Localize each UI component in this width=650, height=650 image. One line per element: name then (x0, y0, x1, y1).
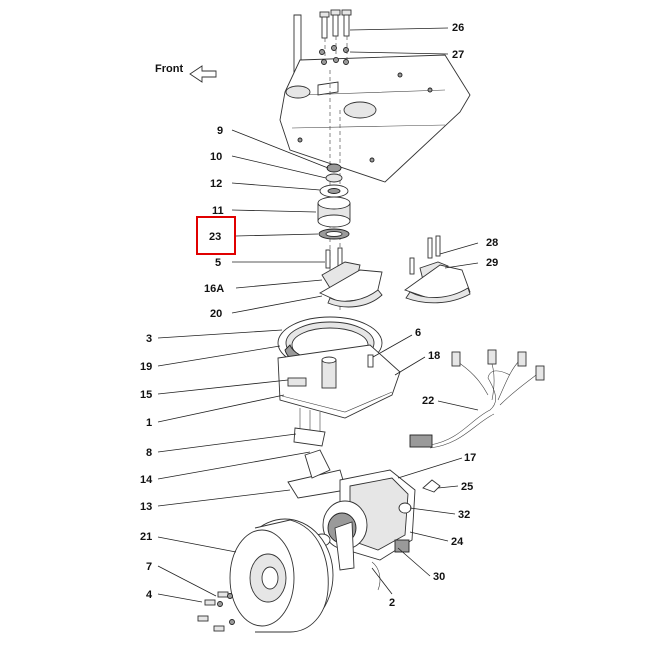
drive-wheel (229, 518, 334, 633)
gear-and-shield-right (404, 235, 471, 304)
callout-17: 17 (464, 452, 476, 464)
callout-24: 24 (451, 536, 464, 548)
callout-29: 29 (486, 257, 498, 269)
callout-11: 11 (212, 205, 224, 217)
callout-3: 3 (146, 333, 152, 345)
callout-26: 26 (452, 22, 464, 34)
front-arrow-icon (189, 65, 217, 83)
drive-motor-assembly (287, 449, 441, 591)
callout-8: 8 (146, 447, 152, 459)
callout-13: 13 (140, 501, 152, 513)
wheel-bolts (197, 591, 235, 632)
callout-27: 27 (452, 49, 464, 61)
callout-12: 12 (210, 178, 222, 190)
callout-20: 20 (210, 308, 222, 320)
callout-2: 2 (389, 597, 395, 609)
callout-7: 7 (146, 561, 152, 573)
callout-28: 28 (486, 237, 498, 249)
leader-lines (157, 27, 479, 603)
wire-harness (409, 349, 545, 449)
callout-21: 21 (140, 531, 152, 543)
callout-23: 23 (209, 231, 221, 243)
front-label: Front (155, 63, 183, 75)
callout-9: 9 (217, 125, 223, 137)
gear-and-shield-left (319, 247, 383, 308)
callout-4: 4 (146, 589, 153, 601)
callout-labels: 26 27 9 10 12 11 23 5 16A 20 28 29 3 6 1… (140, 22, 498, 609)
callout-18: 18 (428, 350, 440, 362)
bearing-stack (317, 163, 351, 240)
callout-5: 5 (215, 257, 221, 269)
bolt-set-26 (319, 9, 352, 39)
slew-ring-and-base-plate (277, 316, 401, 447)
callout-30: 30 (433, 571, 445, 583)
callout-14: 14 (140, 474, 153, 486)
highlight-box-callout-23 (196, 216, 236, 255)
callout-25: 25 (461, 481, 473, 493)
callout-16a: 16A (204, 283, 224, 295)
mast-and-top-plate (279, 14, 471, 183)
callout-6: 6 (415, 327, 421, 339)
callout-15: 15 (140, 389, 152, 401)
callout-22: 22 (422, 395, 434, 407)
callout-19: 19 (140, 361, 152, 373)
callout-1: 1 (146, 417, 152, 429)
callout-32: 32 (458, 509, 470, 521)
callout-10: 10 (210, 151, 222, 163)
